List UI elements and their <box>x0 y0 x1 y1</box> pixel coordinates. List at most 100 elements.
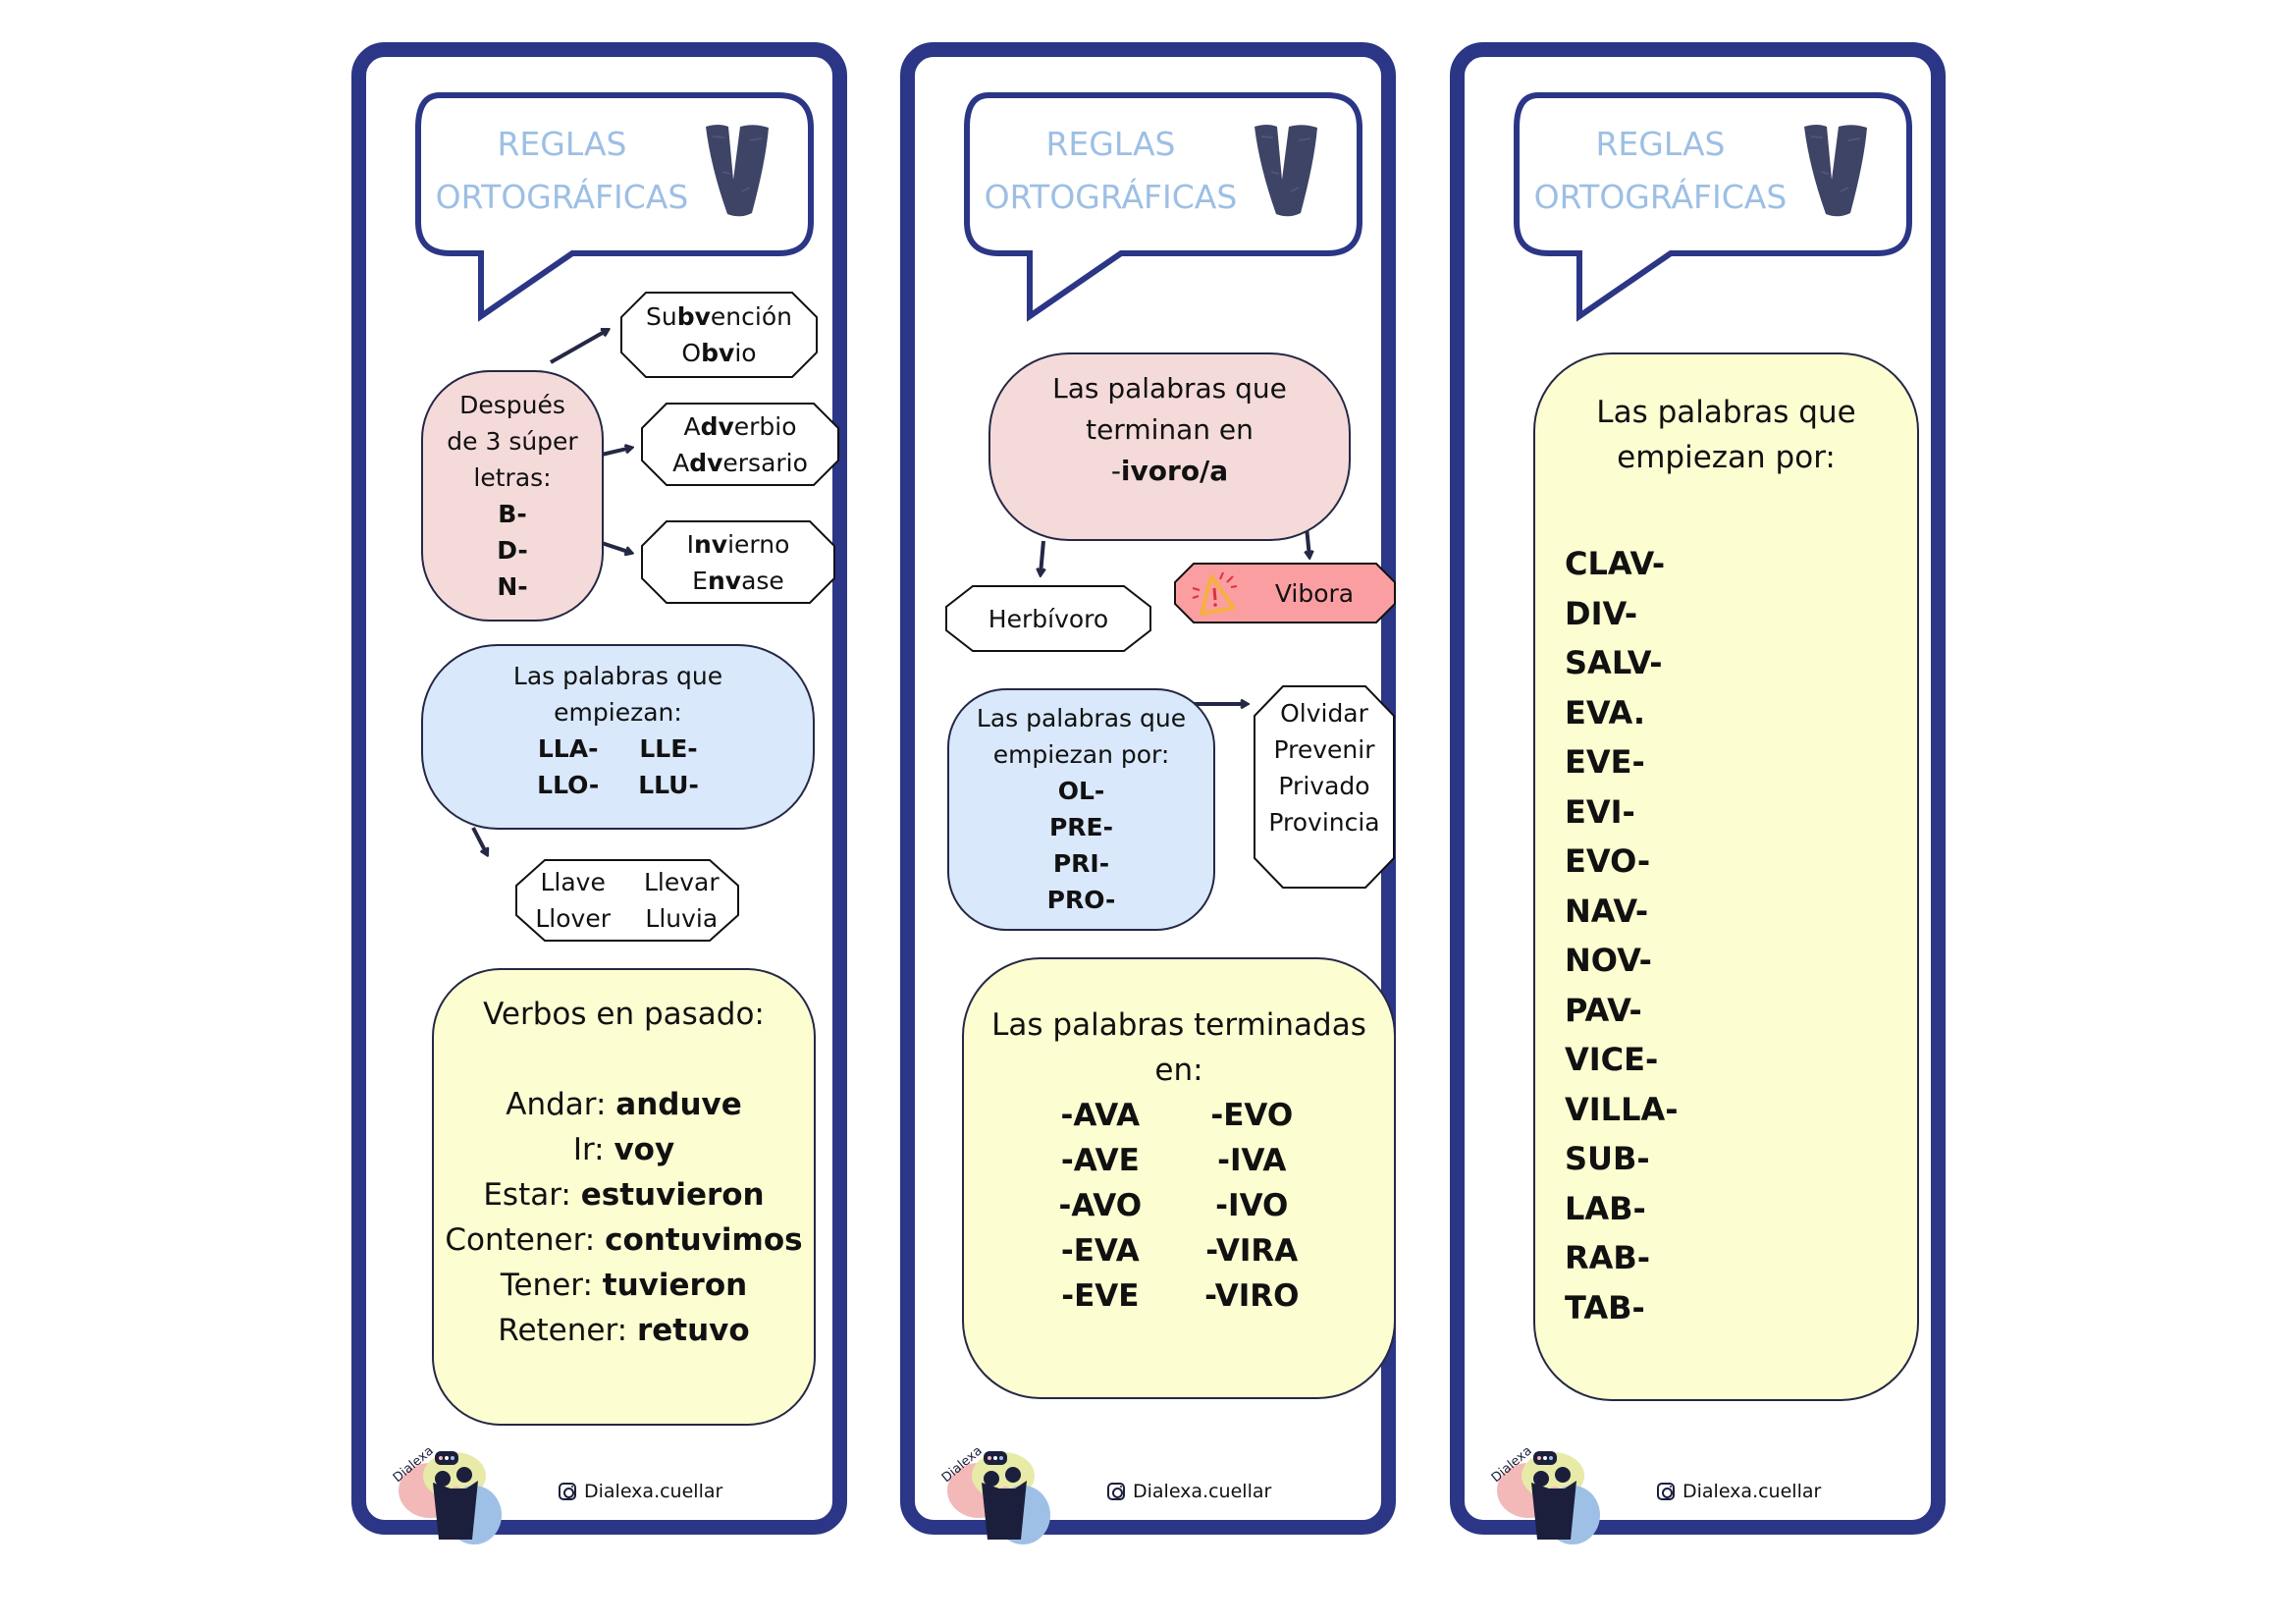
examples-prefix-box: Olvidar Prevenir Privado Provincia <box>1254 685 1395 889</box>
example-word: Lluvia <box>645 904 719 933</box>
prefix: EVI- <box>1565 792 1635 831</box>
letter-v-icon <box>706 125 769 217</box>
rule-line: Después <box>459 391 565 419</box>
instagram-icon <box>1107 1483 1125 1500</box>
example-word: Adverbio <box>683 411 797 441</box>
prefix: CLAV- <box>1565 545 1666 582</box>
letter-n: N- <box>497 572 528 601</box>
verbs-box: Verbos en pasado: Andar: anduve Ir: voy … <box>432 968 816 1426</box>
title-line-1: REGLAS <box>1045 125 1176 163</box>
rule-line: letras: <box>473 463 552 492</box>
prefix: EVA. <box>1565 693 1645 731</box>
rule-line: Las palabras que <box>1596 395 1856 430</box>
title: REGLAS ORTOGRÁFICAS <box>427 118 697 224</box>
title-line-2: ORTOGRÁFICAS <box>435 178 689 216</box>
dialexa-logo: Dialexa <box>1489 1443 1600 1544</box>
verb-row: Tener: tuvieron <box>500 1268 748 1303</box>
prefix: DIV- <box>1565 594 1638 632</box>
instagram-handle[interactable]: Dialexa.cuellar <box>559 1481 722 1502</box>
prefix: OL- <box>1057 777 1105 805</box>
title: REGLAS ORTOGRÁFICAS <box>976 118 1246 224</box>
example-word: Provincia <box>1268 808 1380 837</box>
handle-text: Dialexa.cuellar <box>1133 1481 1272 1502</box>
examples-n-box: Invierno Envase <box>641 520 835 604</box>
rule-line: empiezan por: <box>1617 440 1836 475</box>
verb-row: Ir: voy <box>572 1132 675 1167</box>
prefix: PRE- <box>1048 813 1114 841</box>
example-word: Privado <box>1278 772 1370 800</box>
rule-line: empiezan: <box>554 698 682 727</box>
prefix: EVO- <box>1565 842 1651 880</box>
example-word: Invierno <box>686 529 790 559</box>
rule-line: empiezan por: <box>992 740 1170 769</box>
ending: -IVO <box>1215 1188 1289 1223</box>
arrow-to-d-examples <box>601 448 631 457</box>
title: REGLAS ORTOGRÁFICAS <box>1525 118 1795 224</box>
exception-word: Vibora <box>1274 578 1355 608</box>
rule-line: Las palabras que <box>976 704 1187 732</box>
ending: -IVA <box>1217 1143 1287 1178</box>
instagram-handle[interactable]: Dialexa.cuellar <box>1657 1481 1821 1502</box>
verb-row: Estar: estuvieron <box>483 1177 765 1213</box>
example-word: Adversario <box>672 448 808 477</box>
handle-text: Dialexa.cuellar <box>584 1481 723 1502</box>
endings-title: Las palabras terminadas en: <box>991 1007 1366 1088</box>
example-word: Llave <box>540 868 606 896</box>
ending: -AVO <box>1058 1188 1143 1223</box>
letter-v-icon <box>1804 125 1867 217</box>
ending: -VIRA <box>1205 1233 1299 1269</box>
verb-row: Andar: anduve <box>506 1087 742 1122</box>
rule-box-endings: Las palabras terminadas en: -AVA -EVO -A… <box>962 957 1396 1399</box>
rule-box-bdn: Después de 3 súper letras: B- D- N- <box>421 370 604 622</box>
exception-box: Vibora <box>1174 563 1396 623</box>
title-line-2: ORTOGRÁFICAS <box>984 178 1238 216</box>
examples-b-box: Subvención Obvio <box>620 292 818 378</box>
rule-line: terminan en <box>1086 413 1254 446</box>
example-word: Obvio <box>681 339 757 367</box>
rule-suffix: -ivoro/a <box>1110 455 1229 487</box>
instagram-icon <box>1657 1483 1675 1500</box>
arrow-to-example <box>1041 540 1043 574</box>
letter-v-icon <box>1255 125 1317 217</box>
prefix: SALV- <box>1565 644 1663 681</box>
letter-d: D- <box>497 536 528 565</box>
instagram-icon <box>559 1483 576 1500</box>
example-word: Olvidar <box>1280 699 1368 728</box>
prefix: VICE- <box>1565 1041 1659 1078</box>
prefix: NAV- <box>1565 892 1649 930</box>
example-box: Herbívoro <box>945 585 1151 652</box>
bookmark-card-3: REGLAS ORTOGRÁFICAS Las palabras que emp… <box>1450 42 1946 1544</box>
bookmark-card-1: REGLAS ORTOGRÁFICAS Después de 3 súper l… <box>351 42 847 1544</box>
ending: -VIRO <box>1204 1278 1300 1314</box>
rule-box-ivoro: Las palabras que terminan en -ivoro/a <box>988 352 1351 541</box>
prefix: NOV- <box>1565 942 1652 979</box>
prefix: LLA- <box>537 734 599 763</box>
instagram-handle[interactable]: Dialexa.cuellar <box>1107 1481 1271 1502</box>
arrow-to-b-examples <box>550 330 608 364</box>
arrow-to-n-examples <box>601 541 631 553</box>
prefix: RAB- <box>1565 1239 1651 1276</box>
prefix: PRO- <box>1046 886 1116 914</box>
prefix-grid: LLA- LLE- LLO- LLU- <box>537 731 699 803</box>
handle-text: Dialexa.cuellar <box>1682 1481 1822 1502</box>
verb-row: Contener: contuvimos <box>445 1222 803 1258</box>
bookmark-card-2: REGLAS ORTOGRÁFICAS Las palabras que ter… <box>900 42 1396 1544</box>
ending: -EVO <box>1210 1098 1294 1133</box>
rule-line: de 3 súper <box>447 427 578 456</box>
prefix: TAB- <box>1565 1288 1645 1326</box>
title-line-1: REGLAS <box>497 125 627 163</box>
dialexa-logo: Dialexa <box>391 1443 502 1544</box>
ending: -EVA <box>1060 1233 1140 1269</box>
example-word: Prevenir <box>1273 735 1375 764</box>
example-word: Subvención <box>646 302 792 331</box>
warning-icon <box>1192 571 1238 616</box>
prefix: LLE- <box>639 734 698 763</box>
title-line-1: REGLAS <box>1595 125 1726 163</box>
prefix: SUB- <box>1565 1140 1650 1177</box>
example-word: Llover <box>535 904 611 933</box>
examples-d-box: Adverbio Adversario <box>641 403 839 486</box>
prefix: PAV- <box>1565 991 1642 1029</box>
arrow-to-ll-examples <box>471 827 487 854</box>
verb-row: Retener: retuvo <box>498 1313 750 1348</box>
rule-box-prefix: Las palabras que empiezan por: OL- PRE- … <box>947 688 1215 931</box>
